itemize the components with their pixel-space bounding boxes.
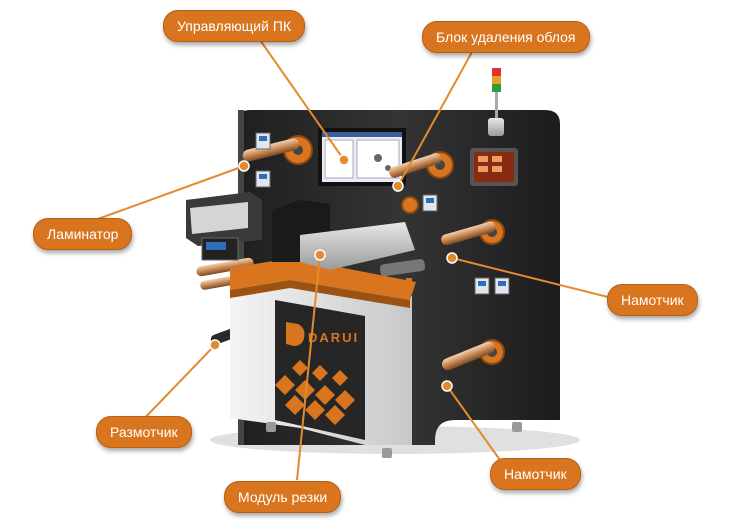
leader-dots bbox=[209, 154, 458, 392]
leader-laminator bbox=[94, 165, 245, 221]
label-rewinder-2: Намотчик bbox=[490, 458, 581, 490]
tension-controllers bbox=[255, 132, 510, 295]
label-cutting-module: Модуль резки bbox=[224, 481, 342, 513]
label-waste-removal: Блок удаления облоя bbox=[422, 21, 590, 53]
machine-feet bbox=[266, 422, 522, 458]
cabinet-pattern bbox=[275, 360, 355, 425]
label-laminator: Ламинатор bbox=[33, 218, 133, 250]
work-table-edge bbox=[230, 280, 410, 308]
leader-control-pc bbox=[259, 39, 345, 161]
laminator-unit bbox=[186, 192, 262, 261]
darui-logo: DARUI bbox=[286, 322, 359, 346]
leader-waste-removal bbox=[397, 51, 473, 187]
label-control-pc: Управляющий ПК bbox=[163, 10, 306, 42]
hmi-touch-panel bbox=[470, 148, 518, 186]
label-unwinder: Размотчик bbox=[96, 416, 192, 448]
brand-logo-text: DARUI bbox=[308, 330, 359, 345]
leader-cutting-module bbox=[296, 254, 321, 481]
leader-rewinder-1 bbox=[451, 257, 613, 299]
die-cut-module bbox=[272, 200, 426, 292]
leader-rewinder-2 bbox=[446, 385, 501, 461]
label-rewinder-1: Намотчик bbox=[607, 284, 698, 316]
leader-lines bbox=[94, 39, 613, 481]
work-table bbox=[230, 258, 416, 300]
signal-tower bbox=[488, 68, 504, 136]
leader-unwinder bbox=[137, 344, 216, 426]
